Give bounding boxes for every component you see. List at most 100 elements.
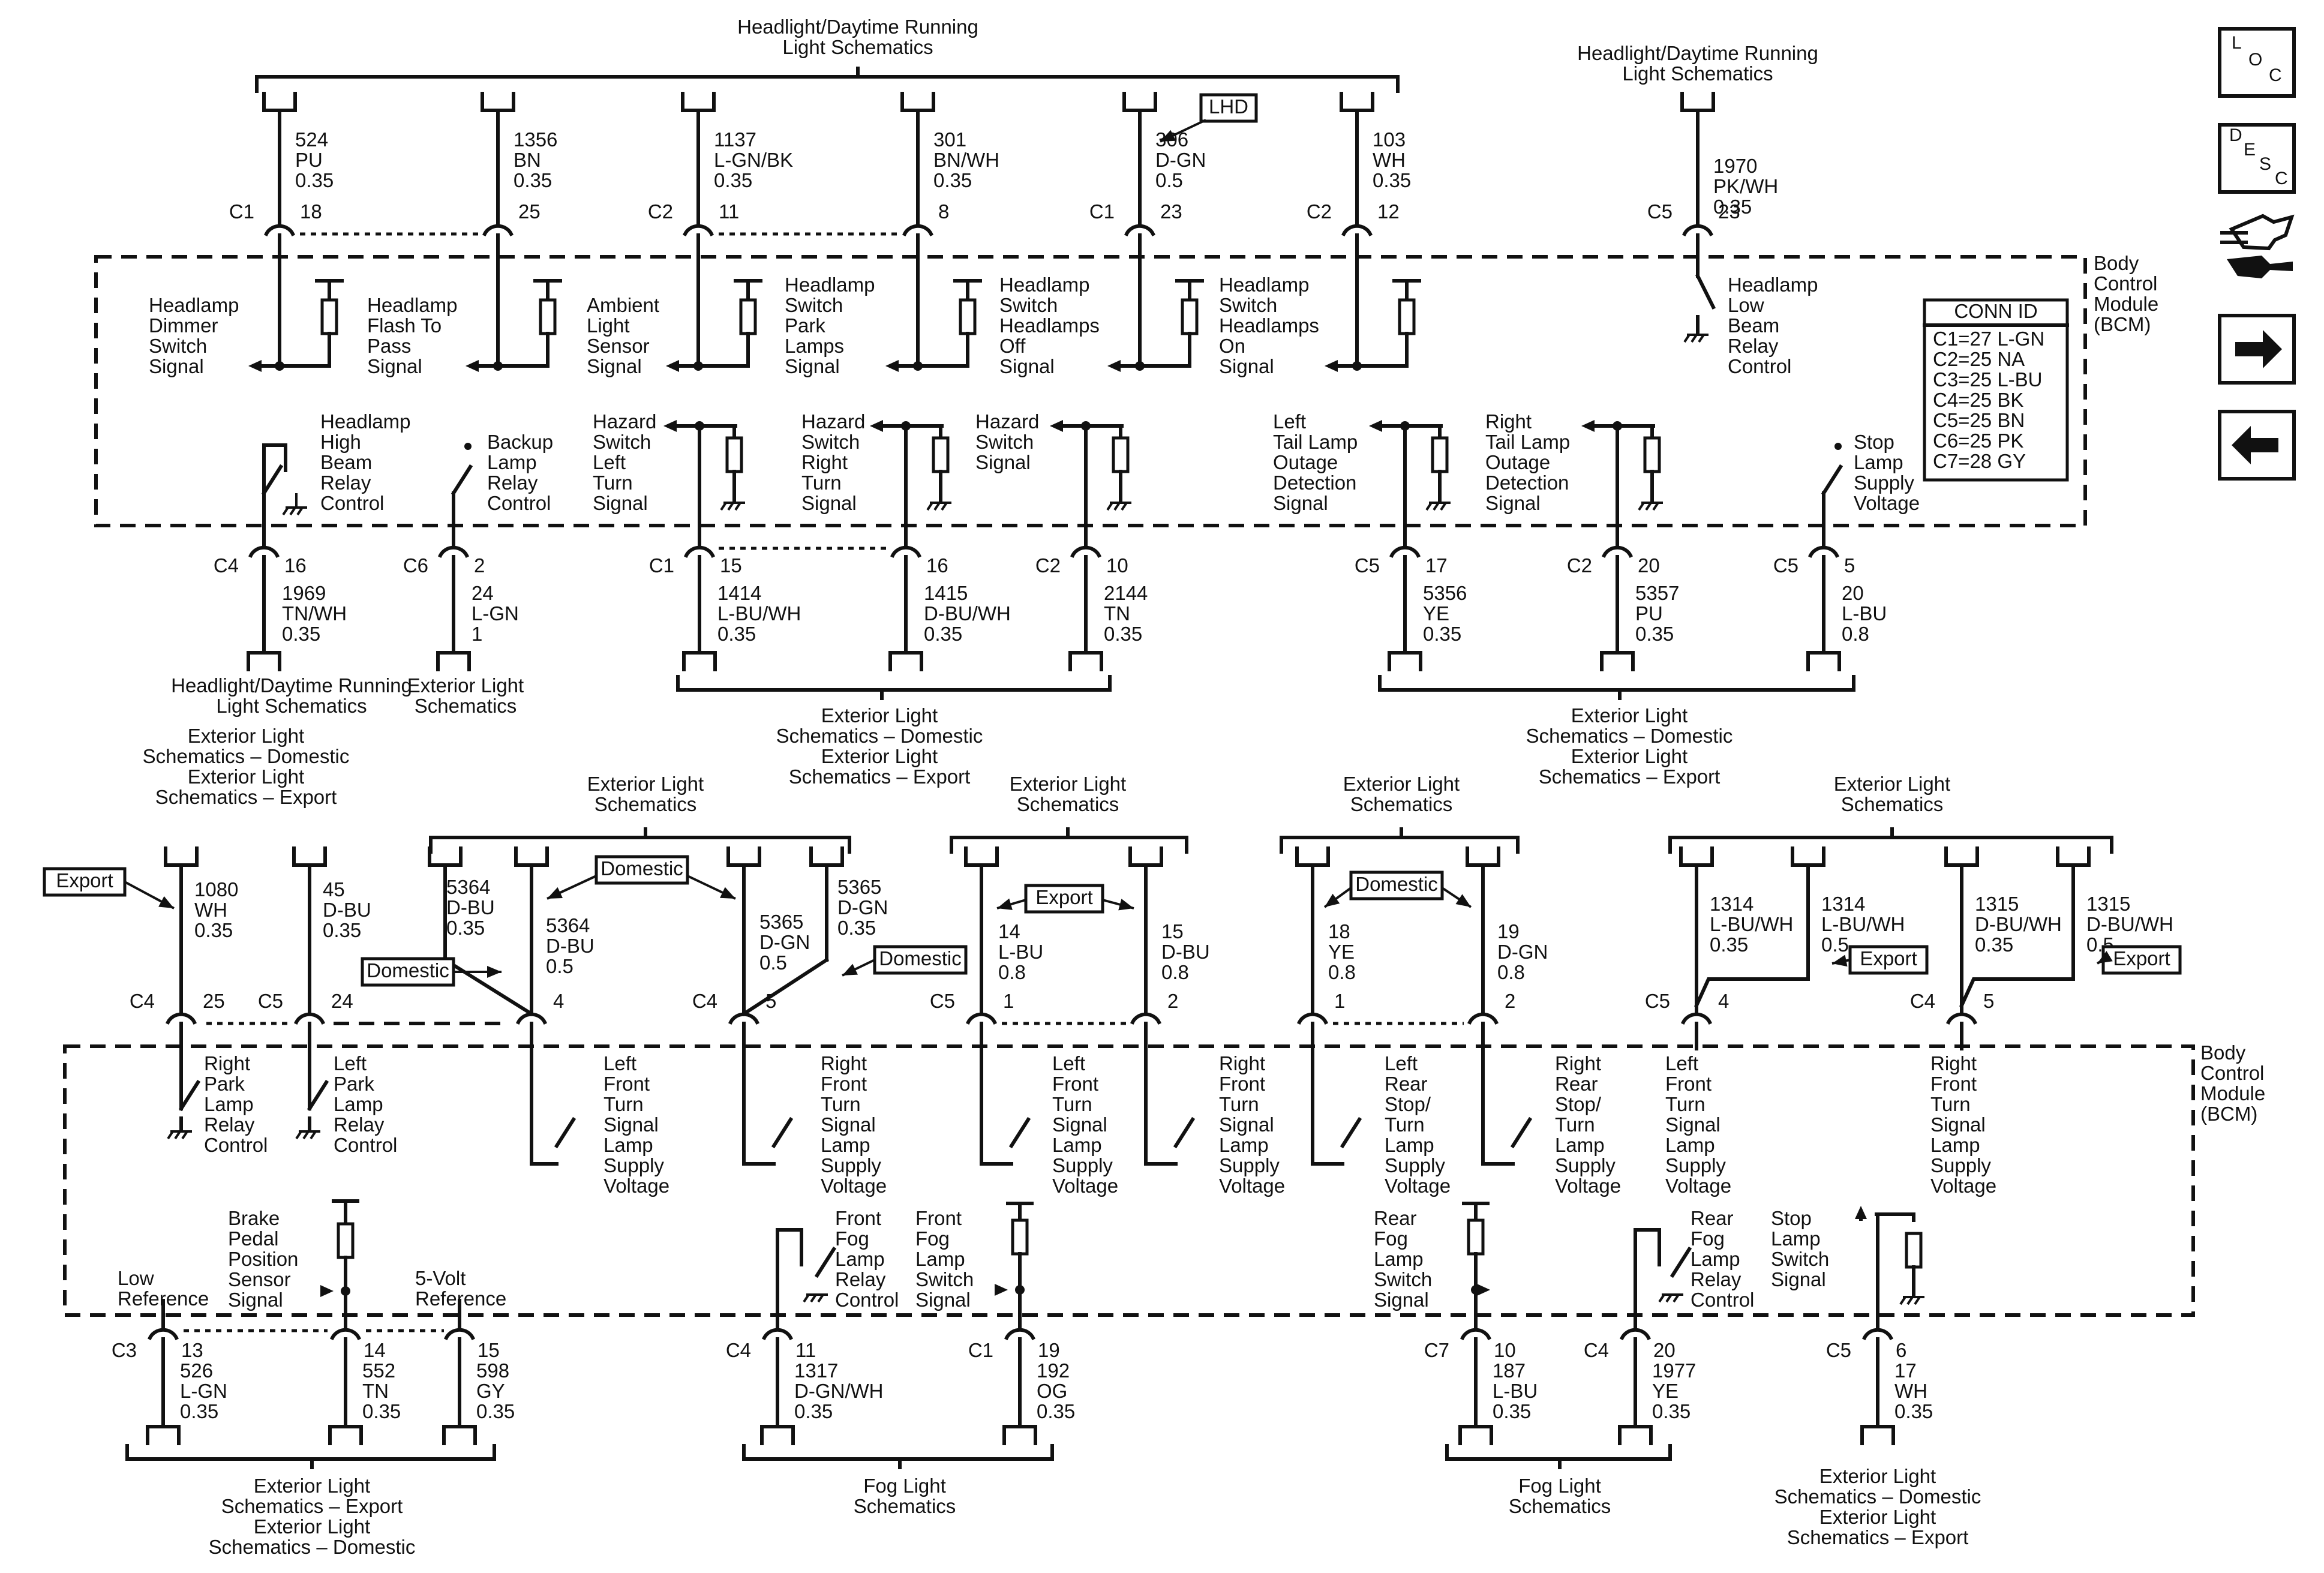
connector-id: C1 [968,1339,993,1361]
function-label-line: Lamp [334,1093,383,1115]
function-label-line: Signal [915,1289,971,1311]
desc-letter: S [2259,154,2271,174]
pin-number: 23 [1160,200,1182,223]
pin-number: 6 [1896,1339,1906,1361]
wire-label-line: D-BU [546,935,594,957]
function-label-line: Lamp [1374,1248,1424,1270]
function-label-line: Supply [1854,472,1914,494]
ref-exterior-6-line: Schematics [1350,793,1453,815]
module-label-line: (BCM) [2094,313,2151,335]
lhd-tag: LHD [1199,93,1258,123]
connector-id: C4 [130,990,155,1012]
pin-number: 8 [938,200,949,223]
conn-id-title: CONN ID [1954,300,2037,322]
function-label-line: Switch [593,431,651,453]
conn-id-row: C2=25 NA [1933,348,2025,370]
function-label-line: Hazard [593,410,656,433]
pin-number: 15 [478,1339,500,1361]
ref-exterior-left-line: Schematics – Export [155,786,337,808]
ref-headlight-3-line: Headlight/Daytime Running [171,674,412,697]
arrow-right-icon[interactable] [2218,314,2296,385]
ref-exterior-9-line: Schematics – Domestic [1774,1485,1981,1508]
wire-label-line: 14 [998,920,1020,942]
desc-letter: C [2275,169,2288,188]
wire-label-line: 0.5 [759,951,787,974]
wire-label-line: 0.35 [1975,933,2013,956]
function-label-line: Rear [1374,1207,1417,1229]
ref-exterior-5-line: Schematics [1017,793,1119,815]
wire-label-line: 0.35 [295,169,334,191]
function-label-line: Beam [320,451,372,473]
function-label-line: Voltage [1219,1175,1285,1197]
wire-label-line: 0.35 [924,623,962,645]
function-label-line: Switch [999,294,1058,316]
function-label-line: Turn [1052,1093,1092,1115]
wire-label-line: 1315 [2086,893,2130,915]
function-label-line: Right [204,1052,250,1074]
function-label-line: Sensor [228,1268,291,1290]
function-label-line: Voltage [1385,1175,1451,1197]
module-label-line: Control [2200,1062,2264,1084]
function-label-line: Headlamp [367,294,457,316]
function-label-line: Ambient [587,294,659,316]
function-label-line: Switch [149,335,207,357]
wire-label-line: D-GN [837,896,888,918]
function-label-line: Signal [587,355,642,377]
ref-headlight-3-line: Light Schematics [216,695,367,717]
wire-label-line: 0.35 [717,623,756,645]
wire-label-line: BN/WH [933,149,999,171]
function-label-line: Park [334,1073,374,1095]
wire-label-line: 187 [1493,1359,1526,1382]
pin-number: 5 [1983,990,1994,1012]
ref-exterior-2-line: Exterior Light [821,704,938,727]
function-label-line: Signal [149,355,204,377]
wire-label-line: 0.35 [282,623,320,645]
pin-number: 20 [1653,1339,1676,1361]
wire-label-line: 1314 [1821,893,1865,915]
function-label-line: Signal [975,451,1031,473]
function-label-line: Right [1930,1052,1977,1074]
arrow-left-icon[interactable] [2218,410,2296,481]
function-label-line: Lamp [915,1248,965,1270]
wire-label-line: 0.35 [1373,169,1411,191]
domestic-tag-2-text: Domestic [367,959,449,981]
function-label-line: Lamp [1771,1227,1821,1250]
function-label-line: Detection [1273,472,1356,494]
function-label-line: Signal [1485,492,1541,514]
function-label-line: Voltage [1052,1175,1118,1197]
pin-number: 1 [1334,990,1345,1012]
function-label-line: Lamp [1385,1134,1434,1156]
function-label-line: Lamp [487,451,537,473]
wire-label-line: 18 [1328,920,1350,942]
wire-label-line: 1970 [1713,155,1757,177]
connector-wrench-icon[interactable] [2220,214,2295,278]
wire-label-line: 19 [1497,920,1520,942]
function-label-line: Signal [367,355,422,377]
function-label-line: Dimmer [149,314,218,337]
connector-id: C4 [692,990,717,1012]
wire-label-line: 1137 [714,128,756,151]
function-label-line: Control [835,1289,899,1311]
function-label-line: Lamp [1665,1134,1715,1156]
ref-fog-1-line: Fog Light [863,1475,946,1497]
wire-label-line: BN [514,149,541,171]
function-label-line: Sensor [587,335,650,357]
function-label-line: Reference [415,1287,506,1310]
circuit-w306: 306D-GN0.5C123HeadlampSwitchHeadlampsOff… [999,92,1206,377]
connector-id: C2 [648,200,673,223]
location-icon[interactable]: LOC [2218,27,2296,98]
wire-label-line: L-GN/BK [714,149,793,171]
connector-id: C4 [1584,1339,1609,1361]
lhd-tag-text: LHD [1209,95,1248,118]
wire-label-line: 1356 [514,128,557,151]
wire-label-line: YE [1328,941,1355,963]
connector-id: C2 [1035,554,1061,577]
upper-bcm-section: BodyControlModule(BCM)Headlight/Daytime … [94,16,2158,788]
function-label-line: Turn [1930,1093,1971,1115]
function-label-line: Signal [1052,1113,1107,1136]
connector-id: C6 [403,554,428,577]
